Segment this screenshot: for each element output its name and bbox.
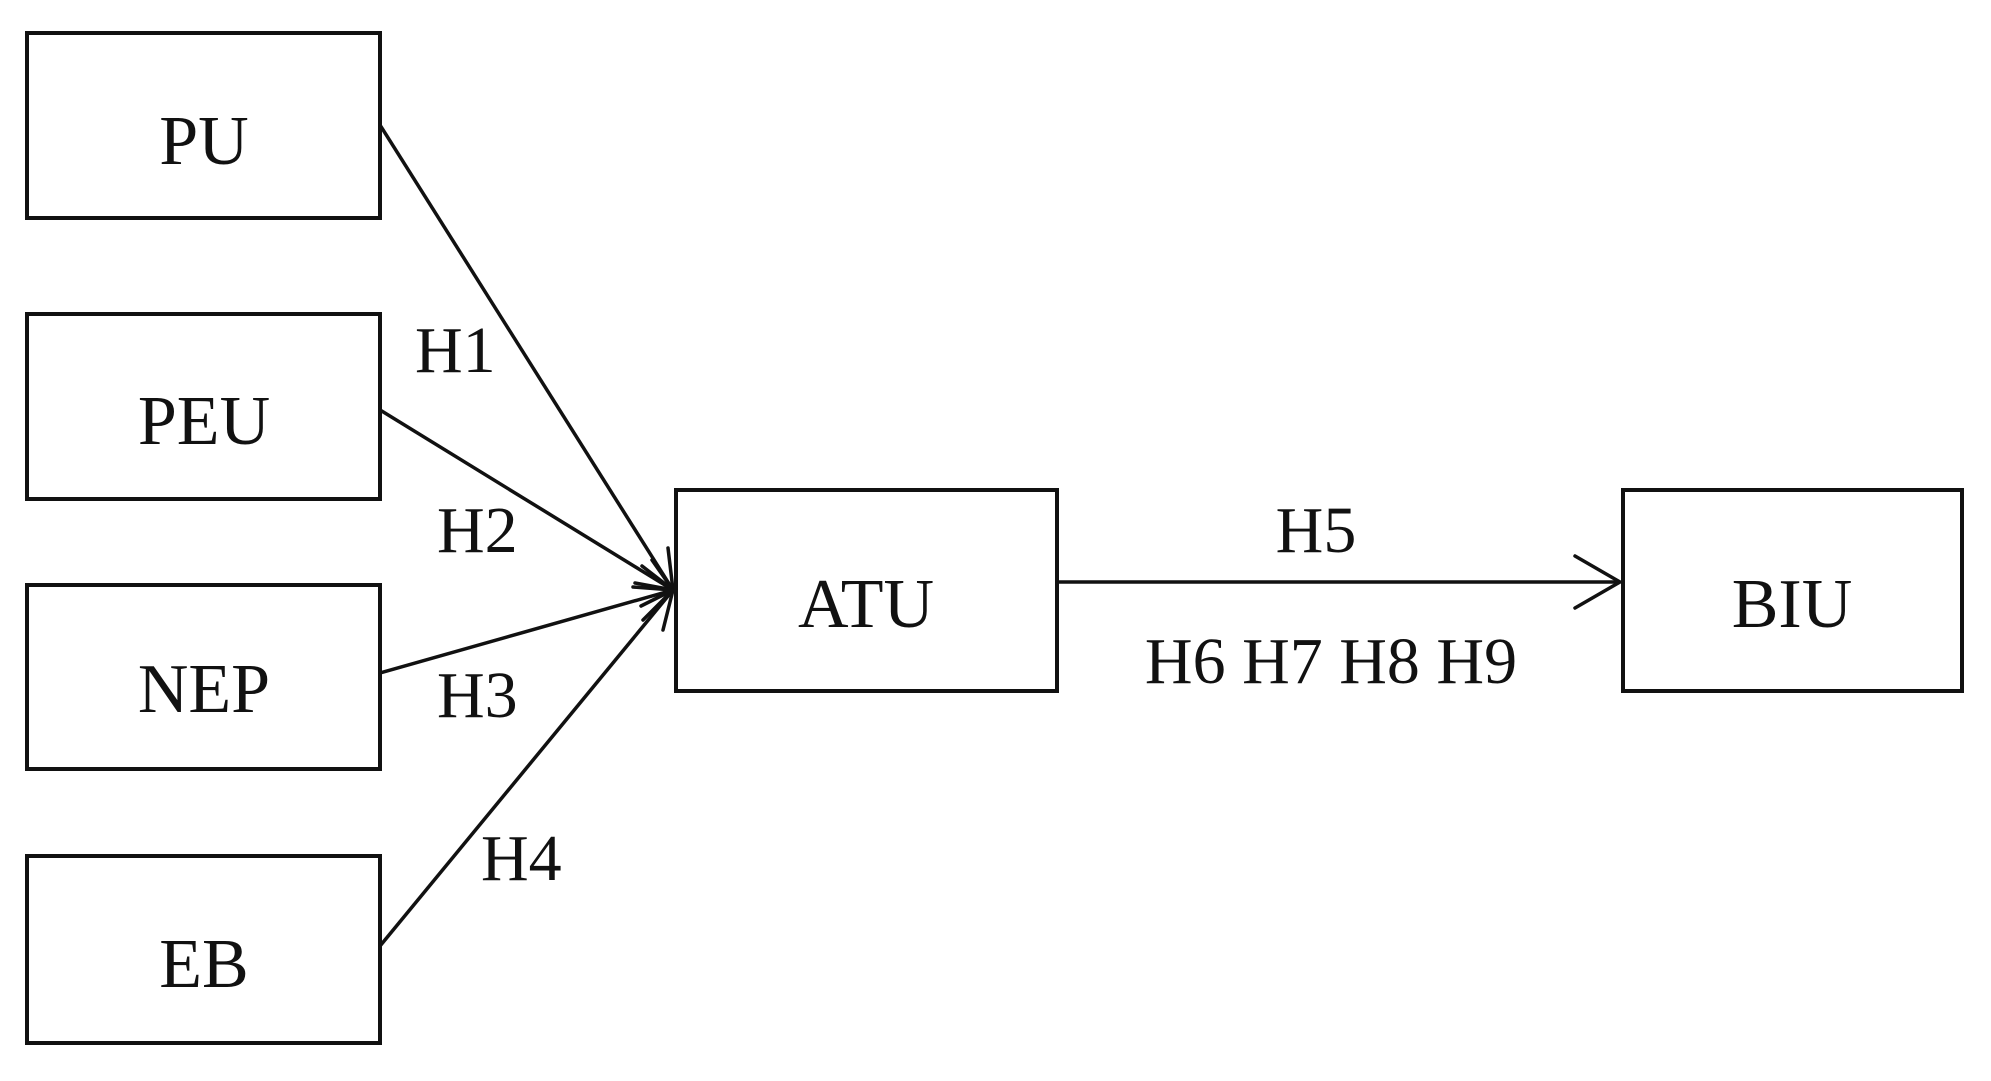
node-box-peu xyxy=(25,312,382,501)
nodes xyxy=(25,31,1964,1045)
edge-nep-atu xyxy=(379,588,674,675)
edge-label-h2: H2 xyxy=(437,494,518,567)
node-label-peu: PEU xyxy=(138,383,270,460)
edge-label-h1: H1 xyxy=(415,314,496,387)
edge-label-h4: H4 xyxy=(481,822,562,895)
node-labels: PU PEU NEP EB ATU BIU xyxy=(138,103,1852,1003)
edge-labels: H1 H2 H3 H4 H5 H6 H7 H8 H9 xyxy=(415,314,1517,895)
arrow-heads xyxy=(631,546,1622,632)
edge-label-h5: H5 xyxy=(1276,494,1357,567)
node-box-biu xyxy=(1621,488,1964,693)
edge-label-h3: H3 xyxy=(437,659,518,732)
node-box-pu xyxy=(25,31,382,220)
arrow-head-biu-icon xyxy=(1573,554,1622,610)
edges xyxy=(378,124,1620,948)
edge-pu-atu xyxy=(378,124,675,591)
node-label-eb: EB xyxy=(159,926,248,1003)
node-box-eb xyxy=(25,854,382,1045)
edge-peu-atu xyxy=(379,408,674,592)
node-label-pu: PU xyxy=(159,103,248,180)
node-box-nep xyxy=(25,583,382,771)
node-box-atu xyxy=(674,488,1059,693)
arrow-head-eb-icon xyxy=(641,588,675,632)
node-label-atu: ATU xyxy=(798,566,934,643)
edge-label-h6-h9: H6 H7 H8 H9 xyxy=(1145,625,1517,698)
node-label-nep: NEP xyxy=(138,651,270,728)
node-label-biu: BIU xyxy=(1732,566,1853,643)
edge-eb-atu xyxy=(378,588,675,948)
